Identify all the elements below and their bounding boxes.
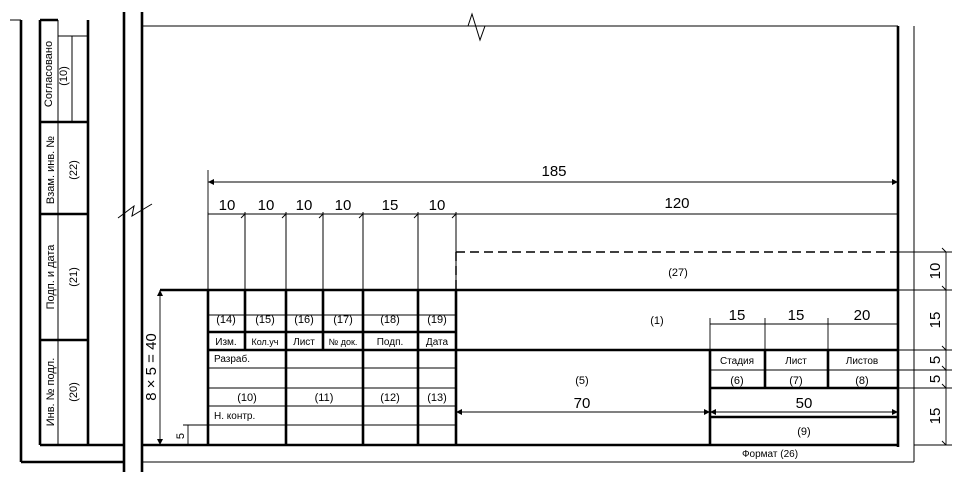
title-block-labels: (14) (15) (16) (17) (18) (19) Изм. Кол.у… <box>214 267 878 460</box>
header-kolvo: Кол.уч <box>252 337 279 347</box>
dim-listov-width: 20 <box>854 307 871 324</box>
dim-h-stadia-hdr: 5 <box>927 356 944 364</box>
dim-h-designation: 15 <box>927 312 944 329</box>
field-7: (7) <box>789 375 802 387</box>
dimensions: 185 10 10 10 10 15 10 120 15 15 20 70 50… <box>143 163 952 446</box>
dim-col-ndok: 10 <box>335 197 352 214</box>
row-razrab: Разраб. <box>214 353 250 365</box>
field-12: (12) <box>380 392 400 404</box>
dim-right-part: 120 <box>664 195 689 212</box>
header-stadia: Стадия <box>720 356 754 367</box>
field-9: (9) <box>797 426 810 438</box>
side-replace-inv-field: (22) <box>68 160 80 180</box>
dim-stadia-width: 15 <box>729 307 746 324</box>
header-data: Дата <box>426 337 449 348</box>
dim-col-data: 10 <box>429 197 446 214</box>
side-stamp: Согласовано (10) Взам. инв. № (22) Подп.… <box>10 18 90 462</box>
field-10: (10) <box>237 392 257 404</box>
dim-h-stadia-val: 5 <box>927 375 944 383</box>
dim-list-width: 15 <box>788 307 805 324</box>
dim-col-izm: 10 <box>219 197 236 214</box>
dim-col-kolvo: 10 <box>258 197 275 214</box>
field-16: (16) <box>294 314 314 326</box>
header-ndok: № док. <box>329 337 358 347</box>
dim-org-width: 50 <box>796 395 813 412</box>
side-inv-original-field: (20) <box>68 382 80 402</box>
side-agreed-label: Согласовано <box>43 41 55 107</box>
dim-h-org: 15 <box>927 408 944 425</box>
dim-rows-height: 8 × 5 = 40 <box>143 333 160 401</box>
dim-col-podp: 15 <box>382 197 399 214</box>
field-19: (19) <box>427 314 447 326</box>
side-sign-date-field: (21) <box>68 267 80 287</box>
field-13: (13) <box>427 392 447 404</box>
dim-name-width: 70 <box>574 395 591 412</box>
field-5: (5) <box>575 375 588 387</box>
frame-lines <box>21 12 915 472</box>
format-label: Формат (26) <box>742 449 798 460</box>
side-agreed-field: (10) <box>58 66 70 86</box>
field-27: (27) <box>668 267 688 279</box>
header-izm: Изм. <box>215 337 236 348</box>
row-nkontr: Н. контр. <box>214 411 255 422</box>
side-sign-date-label: Подп. и дата <box>45 244 57 310</box>
field-6: (6) <box>730 375 743 387</box>
side-replace-inv-label: Взам. инв. № <box>45 136 57 204</box>
field-11: (11) <box>315 392 334 404</box>
field-1: (1) <box>650 315 663 327</box>
field-14: (14) <box>216 314 236 326</box>
field-8: (8) <box>855 375 868 387</box>
header-list-right: Лист <box>785 356 807 367</box>
dim-h-top: 10 <box>927 263 944 280</box>
header-podp: Подп. <box>377 337 404 348</box>
field-18: (18) <box>380 314 400 326</box>
break-marks <box>117 12 520 219</box>
dim-col-list: 10 <box>296 197 313 214</box>
header-listov: Листов <box>846 356 879 367</box>
header-list: Лист <box>293 337 315 348</box>
dim-total-width: 185 <box>541 163 566 180</box>
dim-row-height: 5 <box>175 433 187 439</box>
side-inv-original-label: Инв. № подл. <box>45 358 57 427</box>
field-15: (15) <box>255 314 275 326</box>
field-17: (17) <box>333 314 353 326</box>
title-block-grid <box>160 212 898 445</box>
